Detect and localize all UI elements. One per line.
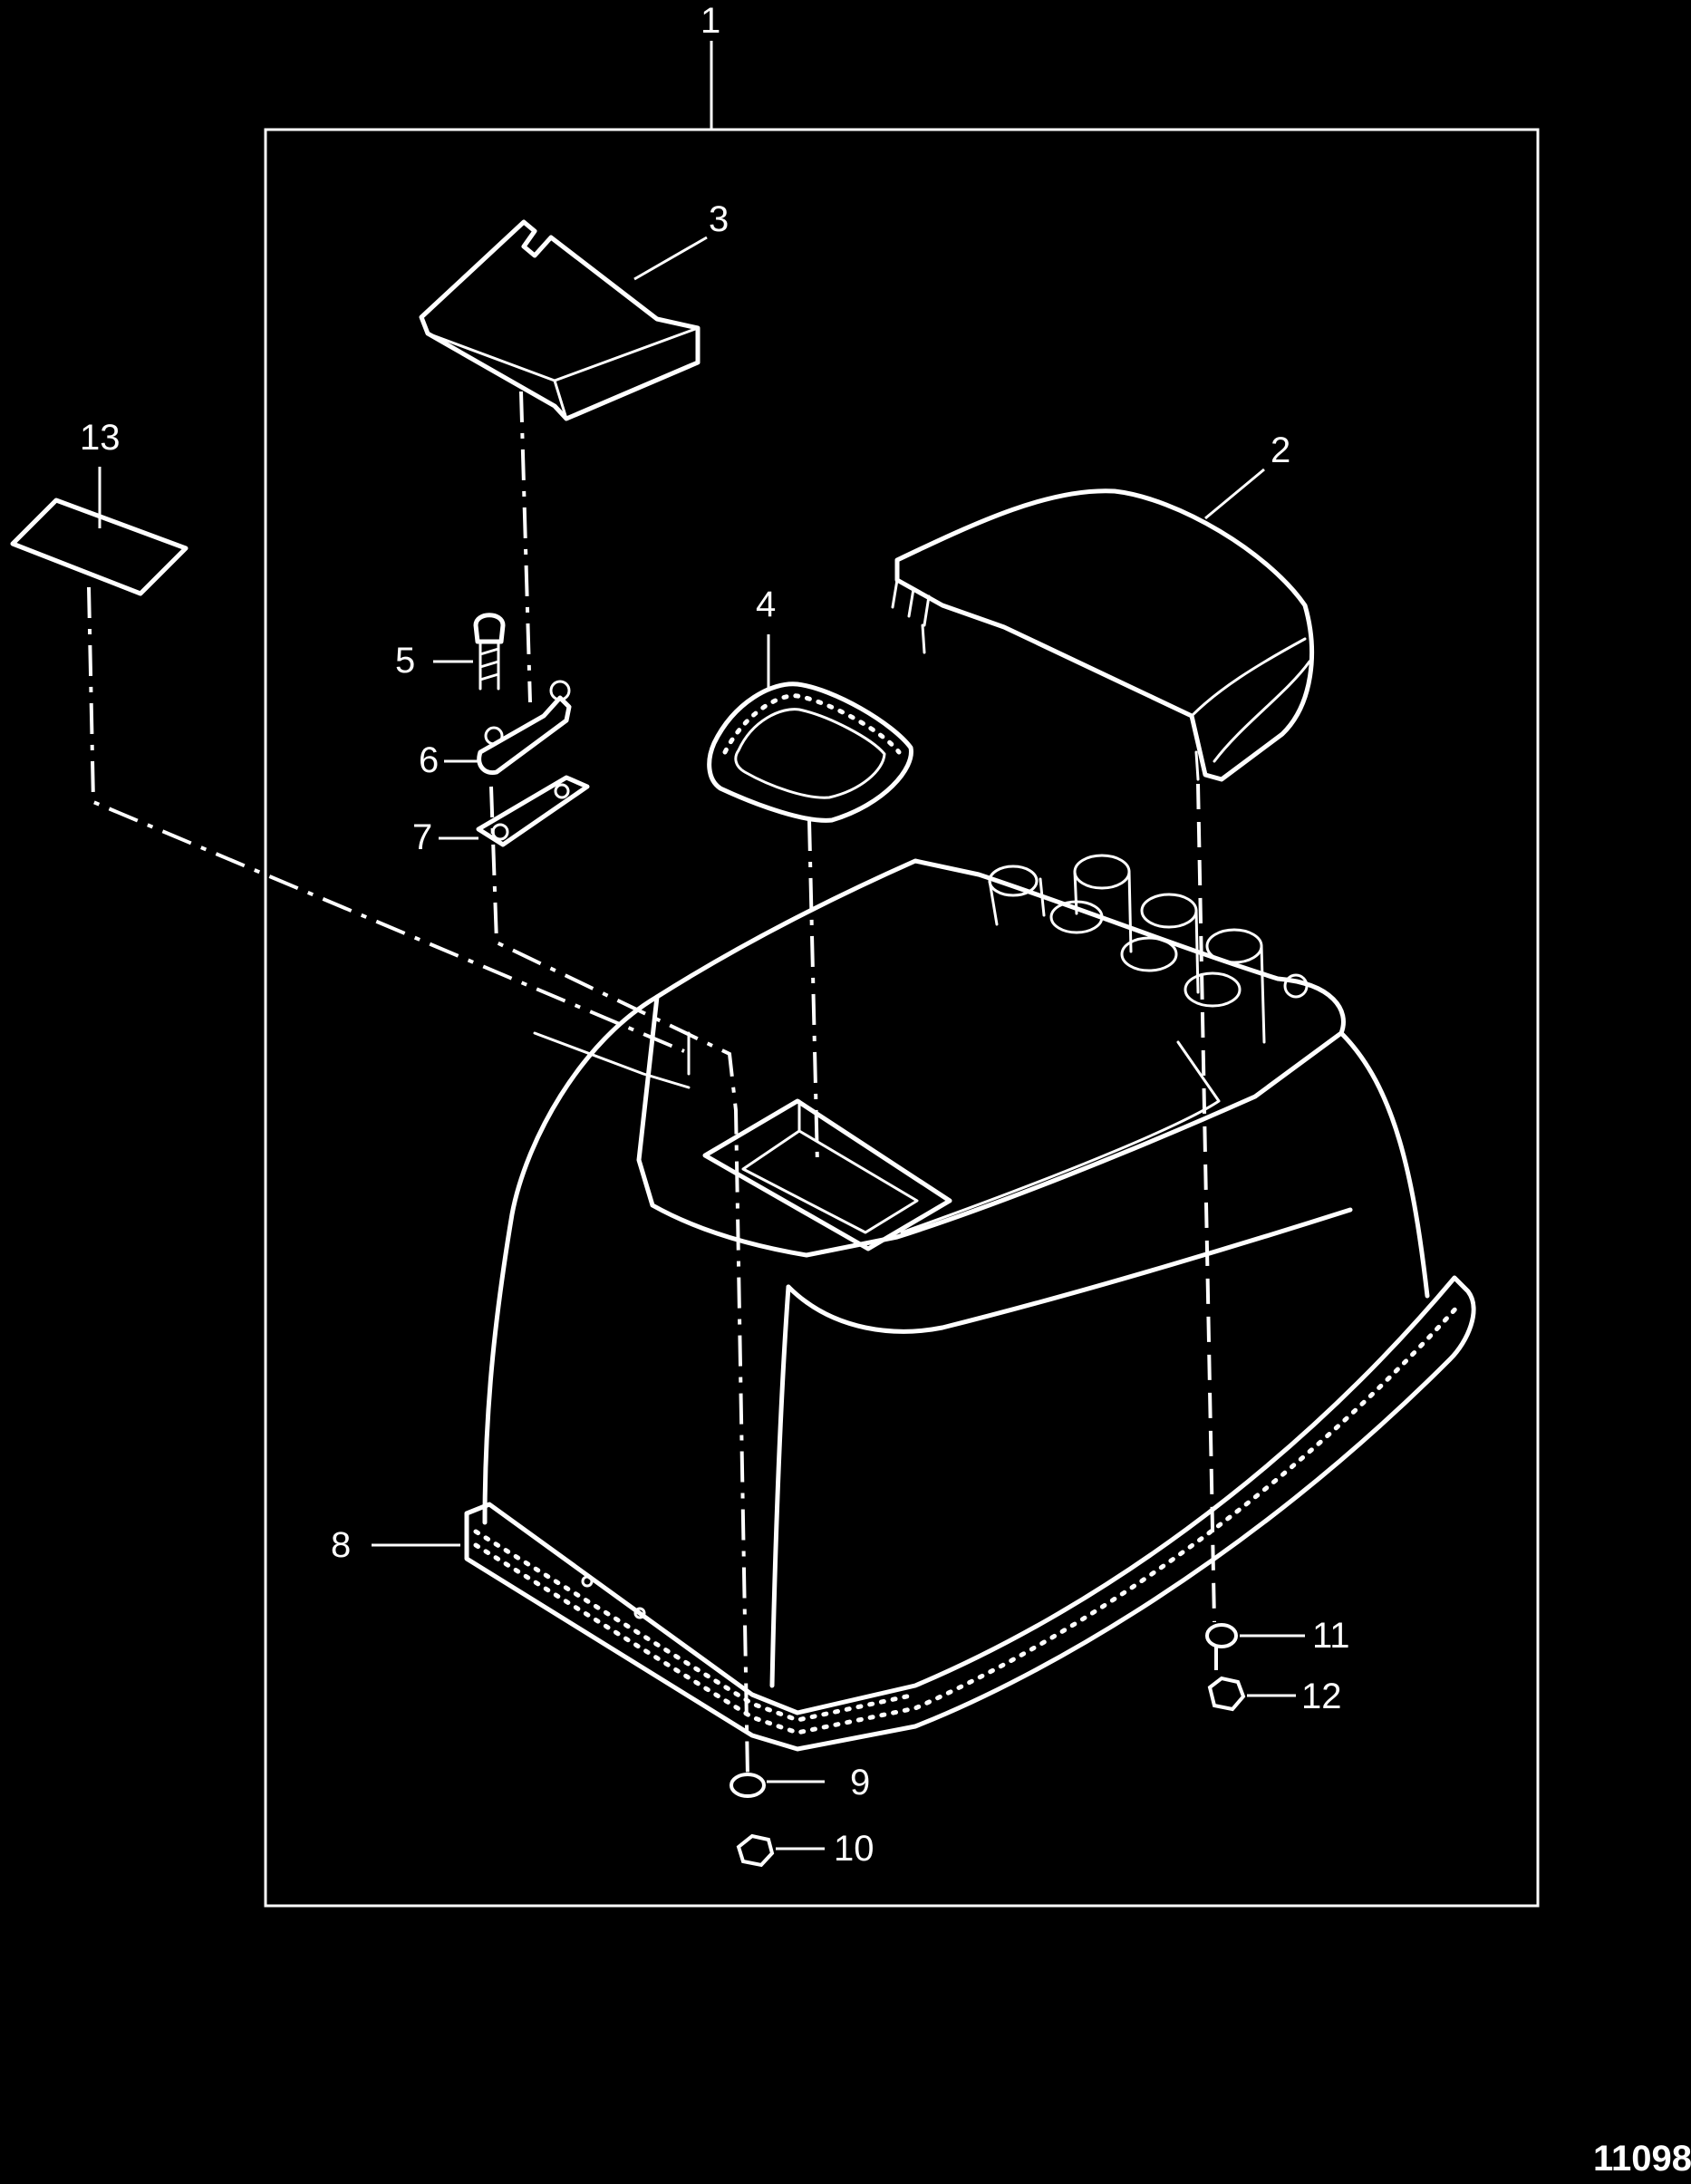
callout-2: 2 — [1271, 430, 1290, 470]
assembly-line-cover — [489, 391, 749, 1777]
figure-id: 11098 — [1593, 2139, 1691, 2179]
callout-13: 13 — [80, 418, 121, 458]
part-rear-cover — [891, 488, 1314, 782]
callout-3: 3 — [709, 199, 729, 239]
part-nut-right — [1207, 1676, 1246, 1712]
part-engine-cowl — [464, 854, 1476, 1752]
leader-2 — [1204, 468, 1265, 520]
part-washer-right — [1205, 1623, 1238, 1648]
callout-9: 9 — [850, 1763, 870, 1802]
callout-6: 6 — [419, 740, 439, 780]
callout-8: 8 — [331, 1525, 351, 1565]
part-screw — [473, 613, 506, 691]
callout-5: 5 — [395, 641, 415, 681]
leader-3 — [633, 236, 708, 281]
part-top-cover — [419, 219, 701, 421]
part-seal — [707, 681, 913, 823]
part-nut-left — [736, 1833, 775, 1868]
assembly-line-rear-cover — [1196, 783, 1216, 1623]
callout-1: 1 — [701, 1, 720, 41]
callout-4: 4 — [756, 585, 776, 624]
part-latch — [477, 680, 572, 776]
callout-7: 7 — [412, 817, 432, 857]
callout-12: 12 — [1301, 1677, 1342, 1716]
assembly-frame — [264, 128, 1540, 1908]
callout-11: 11 — [1312, 1616, 1350, 1656]
part-decal — [10, 498, 188, 596]
part-washer-left — [730, 1773, 766, 1798]
assembly-line-decal — [87, 586, 685, 1053]
part-latch-plate — [476, 775, 590, 847]
callout-10: 10 — [834, 1829, 874, 1869]
